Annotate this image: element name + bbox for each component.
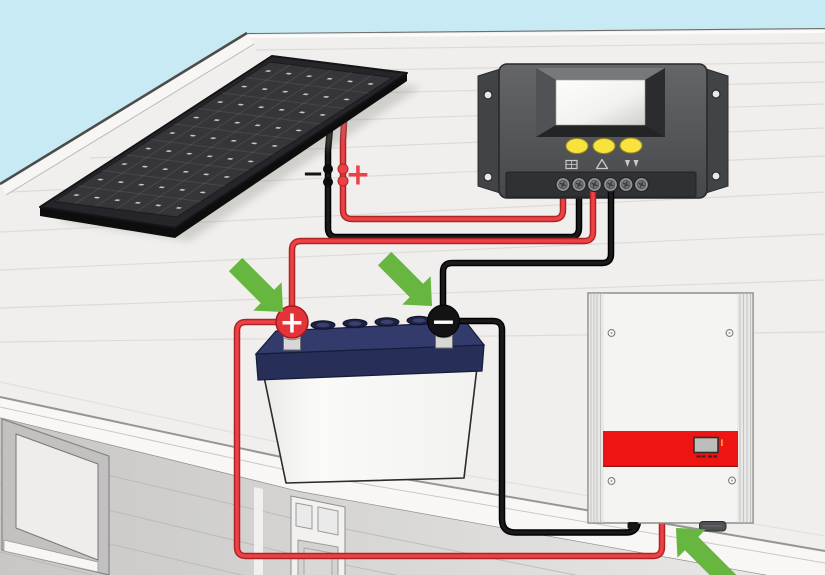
panel-minus-symbol: − bbox=[302, 159, 324, 189]
controller-mounting-holes bbox=[483, 89, 721, 182]
controller-button-2 bbox=[592, 138, 616, 154]
battery-lid-top bbox=[254, 321, 486, 355]
inverter-dc-port bbox=[627, 522, 639, 529]
inverter-display bbox=[693, 436, 719, 454]
controller-lcd-screen bbox=[555, 79, 646, 126]
controller-button-3 bbox=[619, 137, 643, 154]
battery-positive-terminal-icon bbox=[275, 305, 309, 339]
panel-face bbox=[54, 62, 393, 217]
inverter-ac-connector bbox=[699, 521, 727, 532]
controller-buttons bbox=[565, 137, 643, 154]
controller-button-1 bbox=[565, 138, 589, 154]
pv-negative-connector-icon bbox=[323, 164, 333, 174]
inverter-body bbox=[587, 292, 754, 524]
inverter-screws bbox=[607, 329, 736, 485]
arrow-to-battery-negative-icon bbox=[377, 251, 432, 306]
inverter-display-buttons bbox=[696, 455, 717, 458]
controller-battery-icon bbox=[595, 158, 609, 170]
sky bbox=[0, 0, 825, 184]
house-wall bbox=[0, 418, 764, 575]
controller-screen-bezel bbox=[536, 68, 665, 137]
battery-plus-symbol: + bbox=[279, 306, 304, 341]
charge-controller bbox=[477, 63, 729, 199]
inverter bbox=[587, 292, 754, 532]
battery-caps bbox=[310, 315, 432, 330]
battery-terminals: + − bbox=[275, 304, 460, 341]
panel-edge-thickness bbox=[40, 73, 407, 238]
rake-edge bbox=[0, 31, 255, 196]
wall-door bbox=[290, 495, 346, 575]
wall-corner-trim bbox=[254, 487, 263, 575]
panel-cells bbox=[54, 62, 393, 217]
wall-window bbox=[1, 418, 110, 575]
arrow-to-battery-positive-icon bbox=[228, 257, 283, 312]
panel-plus-symbol: + bbox=[345, 158, 370, 193]
pv-positive-connector-icon bbox=[337, 163, 349, 175]
controller-terminal-screws bbox=[555, 176, 650, 193]
inverter-indicator-icon bbox=[721, 439, 723, 446]
system-wires bbox=[233, 188, 666, 560]
highlight-arrows bbox=[228, 251, 737, 575]
battery-minus-symbol: − bbox=[431, 305, 456, 340]
battery bbox=[254, 315, 486, 484]
pv-wires: − + bbox=[302, 107, 583, 241]
ridge-cap-highlight bbox=[246, 30, 825, 38]
controller-load-icon bbox=[625, 160, 639, 167]
inverter-side-ribs bbox=[588, 293, 753, 523]
battery-negative-terminal-icon bbox=[427, 304, 460, 338]
controller-panel-icon bbox=[565, 159, 578, 170]
solar-panel bbox=[40, 56, 421, 241]
arrow-to-inverter-input-icon bbox=[676, 528, 737, 575]
